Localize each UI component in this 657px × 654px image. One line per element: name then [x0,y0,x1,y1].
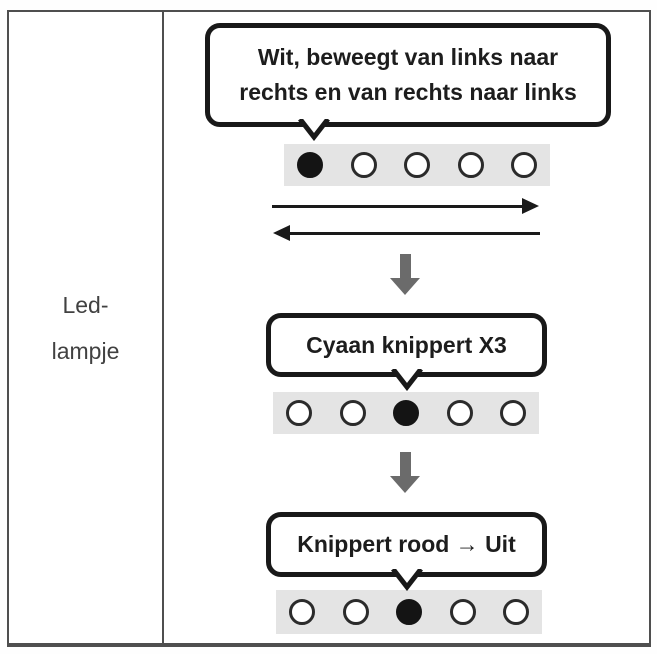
row-label-line-1: Led- [62,291,109,318]
row-label-line-2: lampje [51,337,120,364]
led-dot [339,400,366,426]
arrow-down-icon [390,452,420,493]
row-label-cell: Led- lampje [9,12,162,643]
led-dot [286,400,312,426]
led-dot [500,400,526,426]
led-dot [449,599,476,625]
bubble-tail-icon [390,569,423,591]
led-dot [297,152,323,178]
led-dot [396,599,422,625]
arrow-down-stem [399,254,411,278]
arrow-down-head [390,476,420,493]
bubble-tail-icon [390,369,423,391]
led-dot [457,152,484,178]
speech-bubble-cyan-blink: Cyaan knippert X3 [266,313,547,391]
led-dot [342,599,369,625]
led-dot [350,152,377,178]
speech-bubble-white-moving: Wit, beweegt van links naar rechts en va… [205,23,611,141]
arrow-down-head [390,278,420,295]
led-strip-row [276,590,542,634]
speech-bubble-text: Wit, beweegt van links naar rechts en va… [239,44,577,105]
led-dot [404,152,430,178]
arrow-right-icon [272,198,539,214]
led-dot [289,599,315,625]
led-dot [446,400,473,426]
speech-bubble-text: Knippert rood → Uit [297,531,516,557]
led-dot [503,599,529,625]
arrow-left-icon [273,225,540,241]
speech-bubble-red-off: Knippert rood → Uit [266,512,547,591]
led-dot [511,152,537,178]
arrow-down-stem [399,452,411,476]
table-column-divider [162,10,164,645]
speech-bubble-text: Cyaan knippert X3 [306,331,507,358]
led-strip-row [273,392,539,434]
led-strip-row [284,144,550,186]
led-dot [393,400,419,426]
bubble-tail-icon [298,119,330,141]
arrow-down-icon [390,254,420,295]
